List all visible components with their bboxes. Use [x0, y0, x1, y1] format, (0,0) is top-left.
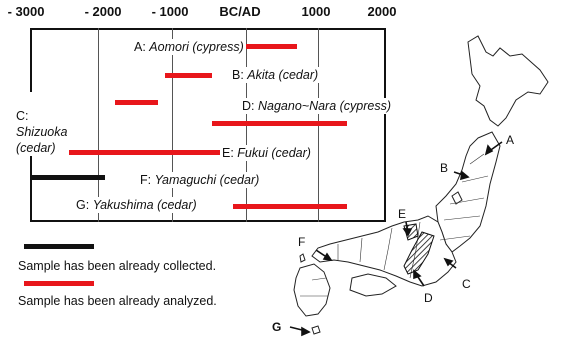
- arrowhead-b: [460, 170, 470, 181]
- site-letter: G:: [76, 198, 90, 212]
- site-name: Nagano~Nara (cypress): [257, 99, 392, 113]
- site-label-d: D: Nagano~Nara (cypress): [240, 98, 394, 114]
- site-letter: E:: [222, 146, 234, 160]
- prefecture-border: [439, 235, 471, 241]
- region-d-hatched: [403, 231, 435, 275]
- axis-label-2000: 2000: [367, 4, 397, 19]
- timeline-bar-akita: [165, 73, 212, 78]
- timeline-bar-shizuoka: [115, 100, 159, 105]
- map-letter-a: A: [506, 133, 514, 147]
- prefecture-border: [449, 197, 485, 205]
- shikoku-island: [349, 273, 397, 297]
- prefecture-border: [443, 215, 481, 221]
- axis-label-bc-ad: BC/AD: [219, 4, 261, 19]
- site-letter: A:: [134, 40, 146, 54]
- site-label-a: A: Aomori (cypress): [132, 39, 246, 55]
- axis-label-minus-2000: - 2000: [84, 4, 122, 19]
- map-letter-d: D: [424, 291, 433, 305]
- site-letter: D:: [242, 99, 255, 113]
- yakushima-island: [311, 325, 321, 335]
- site-label-e: E: Fukui (cedar): [220, 145, 313, 161]
- map-letter-g: G: [272, 320, 281, 334]
- honshu-central-west: [311, 215, 457, 287]
- map-letters: A B C D E F G: [272, 133, 514, 334]
- site-label-f: F: Yamaguchi (cedar): [138, 172, 262, 188]
- arrowhead-g: [301, 326, 311, 337]
- prefecture-border: [311, 277, 327, 281]
- map-letter-b: B: [440, 161, 448, 175]
- gridline-minus-2000: [98, 28, 99, 222]
- axis-label-minus-1000: - 1000: [151, 4, 189, 19]
- legend-analyzed-swatch: [24, 281, 94, 286]
- site-name: Aomori (cypress): [149, 40, 244, 54]
- gridline-minus-1000: [172, 28, 173, 222]
- arrowhead-f: [322, 252, 333, 262]
- timeline-bar-yamaguchi: [30, 175, 105, 180]
- map-landmass: [293, 35, 549, 335]
- map-letter-c: C: [462, 277, 471, 291]
- timeline-bar-nagano-nara: [211, 121, 347, 126]
- arrowhead-c: [443, 257, 454, 267]
- timeline-bar-fukui: [69, 150, 223, 155]
- map-letter-e: E: [398, 207, 406, 221]
- site-label-g: G: Yakushima (cedar): [74, 197, 199, 213]
- timeline-bar-yakushima: [232, 204, 347, 209]
- site-name: Akita (cedar): [247, 68, 319, 82]
- kyushu-island: [293, 263, 331, 317]
- legend-analyzed-text: Sample has been already analyzed.: [18, 294, 217, 308]
- small-island-west: [299, 253, 306, 263]
- site-name: Yamaguchi (cedar): [154, 173, 260, 187]
- map-arrows: [289, 141, 503, 337]
- site-label-c: C: Shizuoka (cedar): [14, 92, 70, 156]
- axis-label-1000: 1000: [301, 4, 331, 19]
- site-letter: F:: [140, 173, 152, 187]
- hokkaido-island: [467, 35, 549, 127]
- sado-island: [451, 191, 463, 205]
- map-letter-f: F: [298, 235, 305, 249]
- prefecture-border: [469, 153, 485, 165]
- legend-collected-text: Sample has been already collected.: [18, 259, 217, 273]
- prefecture-border: [383, 227, 393, 271]
- site-name: Yakushima (cedar): [92, 198, 197, 212]
- arrowhead-d: [413, 269, 422, 280]
- timeline-bar-aomori: [243, 44, 297, 49]
- arrowhead-a: [484, 144, 494, 156]
- axis-label-minus-3000: - 3000: [7, 4, 45, 19]
- legend-collected-swatch: [24, 244, 94, 249]
- prefecture-border: [359, 237, 363, 263]
- prefecture-border: [461, 175, 489, 183]
- site-letter: C:: [16, 109, 29, 123]
- site-name: Shizuoka (cedar): [16, 125, 68, 155]
- site-name: Fukui (cedar): [237, 146, 311, 160]
- arrowhead-e: [402, 228, 413, 237]
- site-label-b: B: Akita (cedar): [230, 67, 321, 83]
- site-letter: B:: [232, 68, 244, 82]
